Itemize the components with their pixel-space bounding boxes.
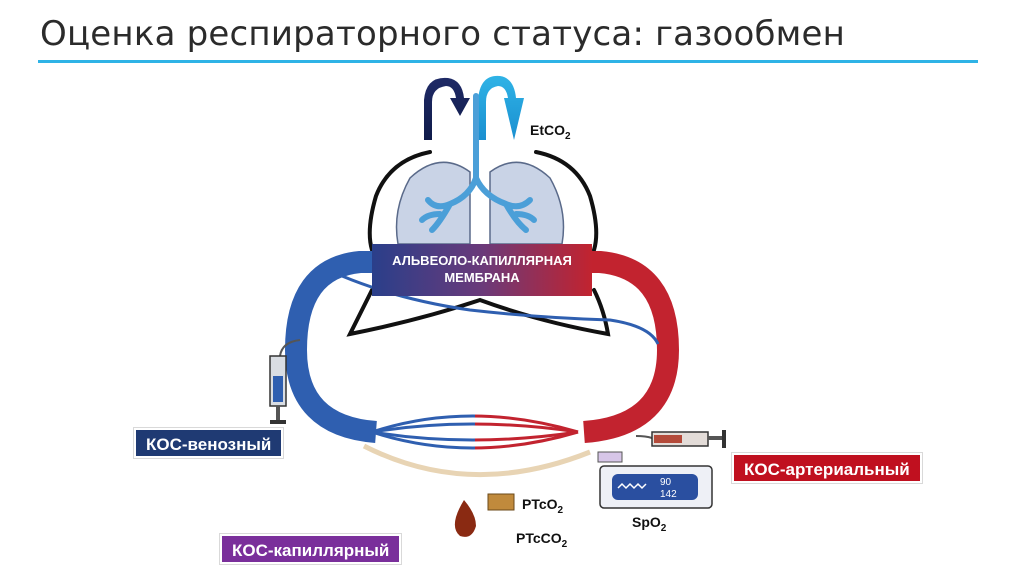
ptco2-sensor <box>487 493 515 511</box>
monitor-value-pulse: 142 <box>660 489 677 500</box>
inhale-arrow <box>424 77 470 140</box>
kos-capillary-tag: КОС-капиллярный <box>220 534 402 564</box>
capillary-bed <box>371 414 579 450</box>
blood-drop-icon <box>454 500 476 537</box>
alveolo-capillary-membrane-label: АЛЬВЕОЛО-КАПИЛЛЯРНАЯ МЕМБРАНА <box>372 244 592 296</box>
ptco2-sub: 2 <box>557 504 564 516</box>
breathing-arrows <box>424 75 524 140</box>
bronchi <box>419 93 537 233</box>
thorax-outline <box>346 150 611 337</box>
ptcco2-sub: 2 <box>561 538 568 550</box>
skin-arc-outer <box>362 443 591 477</box>
kos-arterial-tag: КОС-артериальный <box>732 453 922 483</box>
ptcco2-main: PTcCO <box>516 530 562 546</box>
exhale-arrow <box>478 75 524 140</box>
etco2-main: EtCO <box>530 122 565 138</box>
arterial-vessel <box>490 251 680 443</box>
arterial-syringe <box>635 430 726 448</box>
venous-vessel <box>284 251 470 443</box>
slide-title: Оценка респираторного статуса: газообмен <box>40 14 846 54</box>
lungs <box>395 93 565 245</box>
spo2-main: SpO <box>632 514 661 530</box>
monitor-value-spo2: 90 <box>660 477 672 488</box>
membrane-line-2: МЕМБРАНА <box>444 270 520 285</box>
etco2-label: EtCO2 <box>530 122 571 142</box>
circulation-loop <box>284 251 680 477</box>
venous-syringe <box>269 339 301 424</box>
ptcco2-label: PTcCO2 <box>516 530 567 550</box>
spo2-label: SpO2 <box>632 514 666 534</box>
ptco2-main: PTcO <box>522 496 558 512</box>
spo2-sub: 2 <box>660 522 667 534</box>
etco2-sub: 2 <box>565 130 571 142</box>
title-underline <box>38 60 978 63</box>
kos-venous-tag: КОС-венозный <box>134 428 284 458</box>
ptco2-label: PTcO2 <box>522 496 563 516</box>
membrane-line-1: АЛЬВЕОЛО-КАПИЛЛЯРНАЯ <box>392 253 572 268</box>
pulse-oximeter-monitor: 90 142 <box>597 451 713 509</box>
